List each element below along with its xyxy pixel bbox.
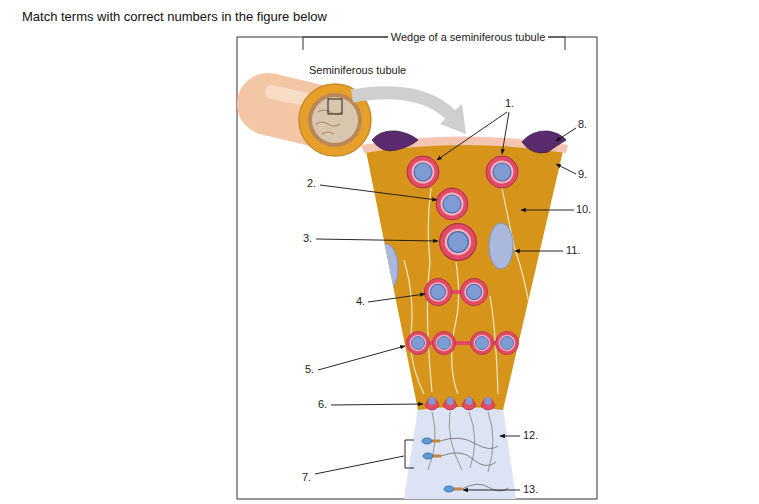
leader-line <box>315 112 576 490</box>
figure-title: Match terms with correct numbers in the … <box>22 9 327 24</box>
spermatid <box>428 412 493 472</box>
callout-number: 4. <box>356 295 365 308</box>
leader-line <box>331 404 423 405</box>
spermatid <box>447 397 454 405</box>
spermatid <box>443 397 457 410</box>
sperm <box>422 438 432 444</box>
leader-line <box>315 456 404 474</box>
tubule-drawing <box>328 99 342 114</box>
callout-number: 13. <box>523 483 538 496</box>
figure-frame <box>237 37 597 499</box>
myoid-cell <box>372 131 566 153</box>
leader-line <box>515 251 563 252</box>
germ-cells <box>470 331 493 354</box>
callout-number: 2. <box>307 177 316 190</box>
germ-cells <box>436 188 468 220</box>
spermatid <box>481 397 495 410</box>
callout-number: 9. <box>578 168 587 181</box>
spermatid <box>425 397 439 410</box>
germ-cells <box>440 224 477 261</box>
zoom-arrow <box>352 93 466 134</box>
lumen <box>404 406 516 499</box>
tubule-drawing <box>312 97 358 143</box>
sertoli-cell <box>489 223 513 269</box>
wedge-epithelium <box>361 137 568 411</box>
leader-line <box>318 346 405 370</box>
germ-cells <box>407 156 439 188</box>
sperm <box>422 438 508 492</box>
leader-line <box>437 112 507 160</box>
sperm <box>444 486 454 492</box>
part-name: Seminiferous tubule <box>309 64 406 77</box>
sertoli-cell <box>404 260 424 394</box>
callout-number: 6. <box>318 398 327 411</box>
spermatid <box>466 397 473 405</box>
callout-number: 11. <box>566 244 580 257</box>
callout-number: 5. <box>305 363 314 376</box>
myoid-cell <box>522 131 566 153</box>
callout-number: 7. <box>302 471 311 484</box>
spermatid <box>425 397 495 472</box>
zoom-arrow <box>440 104 466 134</box>
leader-line <box>316 239 438 241</box>
spermatid <box>485 397 492 405</box>
leader-line <box>405 440 414 468</box>
sertoli-cell <box>374 188 532 394</box>
sertoli-cell <box>452 262 459 394</box>
sperm <box>440 438 498 448</box>
germ-cells <box>460 278 487 305</box>
wedge-epithelium <box>366 143 563 410</box>
lumen <box>404 406 516 499</box>
germ-cells <box>406 156 518 355</box>
leader-line <box>500 436 520 437</box>
germ-cells <box>432 331 455 354</box>
sertoli-cell <box>374 244 398 292</box>
callout-number: 3. <box>303 232 312 245</box>
germ-cells <box>424 278 451 305</box>
callout-number: 10. <box>576 203 591 216</box>
myoid-cell <box>372 131 418 151</box>
leader-line <box>502 112 509 154</box>
germ-cells <box>406 331 429 354</box>
figure-frame <box>237 37 597 499</box>
callout-number: 8. <box>578 118 587 131</box>
leader-line <box>556 128 576 141</box>
callout-number: 1. <box>505 97 514 110</box>
panel-heading: Wedge of a seminiferous tubule <box>388 31 549 44</box>
leader-line <box>556 164 576 174</box>
sperm <box>441 453 496 466</box>
spermatid <box>462 397 476 410</box>
callout-number: 12. <box>523 429 538 442</box>
leader-line <box>368 294 425 302</box>
sperm <box>423 453 433 459</box>
leader-line <box>463 490 520 491</box>
leader-line <box>521 210 574 211</box>
germ-cells <box>495 331 518 354</box>
leader-line <box>320 185 437 200</box>
germ-cells <box>486 156 518 188</box>
zoom-arrow <box>352 93 452 116</box>
spermatid <box>429 397 436 405</box>
